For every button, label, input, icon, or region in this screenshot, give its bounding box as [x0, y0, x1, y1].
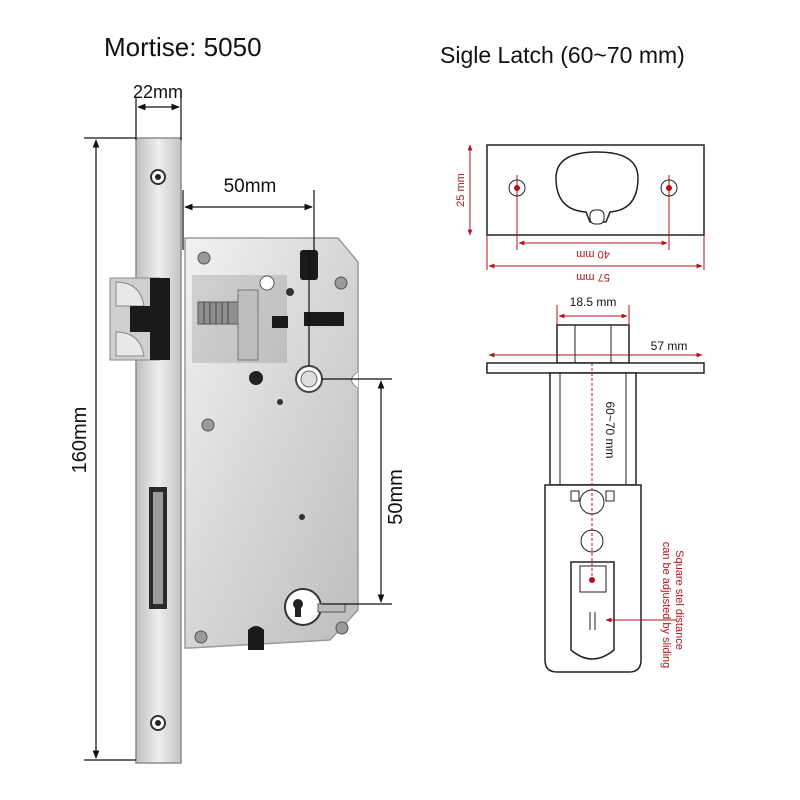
dim-plate-height: 25 mm: [455, 173, 467, 207]
mortise-lock: [109, 137, 359, 764]
black-bar-right: [304, 312, 344, 326]
faceplate: [135, 137, 182, 764]
dim-backset-range: 60~70 mm: [603, 401, 617, 458]
dim-faceplate-width-latch: 57 mm: [651, 339, 688, 353]
dim-center-distance: 50mm: [385, 469, 407, 525]
strike-plate: [486, 144, 705, 250]
screw-hole: [335, 621, 349, 635]
mechanism-lever: [237, 289, 259, 361]
screw-hole: [194, 630, 208, 644]
screw-hole: [286, 288, 294, 296]
screw-hole: [277, 399, 283, 405]
note-line-1: Square stel distance: [673, 550, 685, 650]
dim-height: 160mm: [69, 407, 91, 474]
spindle-hole-inner: [300, 370, 318, 388]
screw-hole: [299, 514, 305, 520]
dim-plate-width: 57 mm: [576, 271, 610, 283]
note-line-2: can be adjusted by sliding: [660, 542, 672, 669]
latch-side-view: [486, 324, 705, 673]
small-slot: [272, 316, 288, 328]
screw-hole: [249, 371, 263, 385]
latch-title: Sigle Latch (60~70 mm): [440, 42, 685, 68]
cylinder-hole: [284, 588, 346, 626]
dim-hole-spacing: 40 mm: [576, 248, 610, 260]
strike-dimensions: [467, 144, 705, 270]
screw-hole: [197, 251, 211, 265]
latch-bolt: [109, 277, 170, 361]
mortise-dimensions: [84, 98, 392, 761]
dim-faceplate-width: 22mm: [133, 82, 183, 102]
latch-dimensions: [488, 305, 703, 623]
dim-spindle-width: 18.5 mm: [570, 295, 617, 309]
dim-backset: 50mm: [224, 176, 277, 197]
screw-hole: [334, 276, 348, 290]
mortise-title: Mortise: 5050: [104, 32, 262, 62]
screw-hole: [259, 275, 275, 291]
screw-hole: [201, 418, 215, 432]
